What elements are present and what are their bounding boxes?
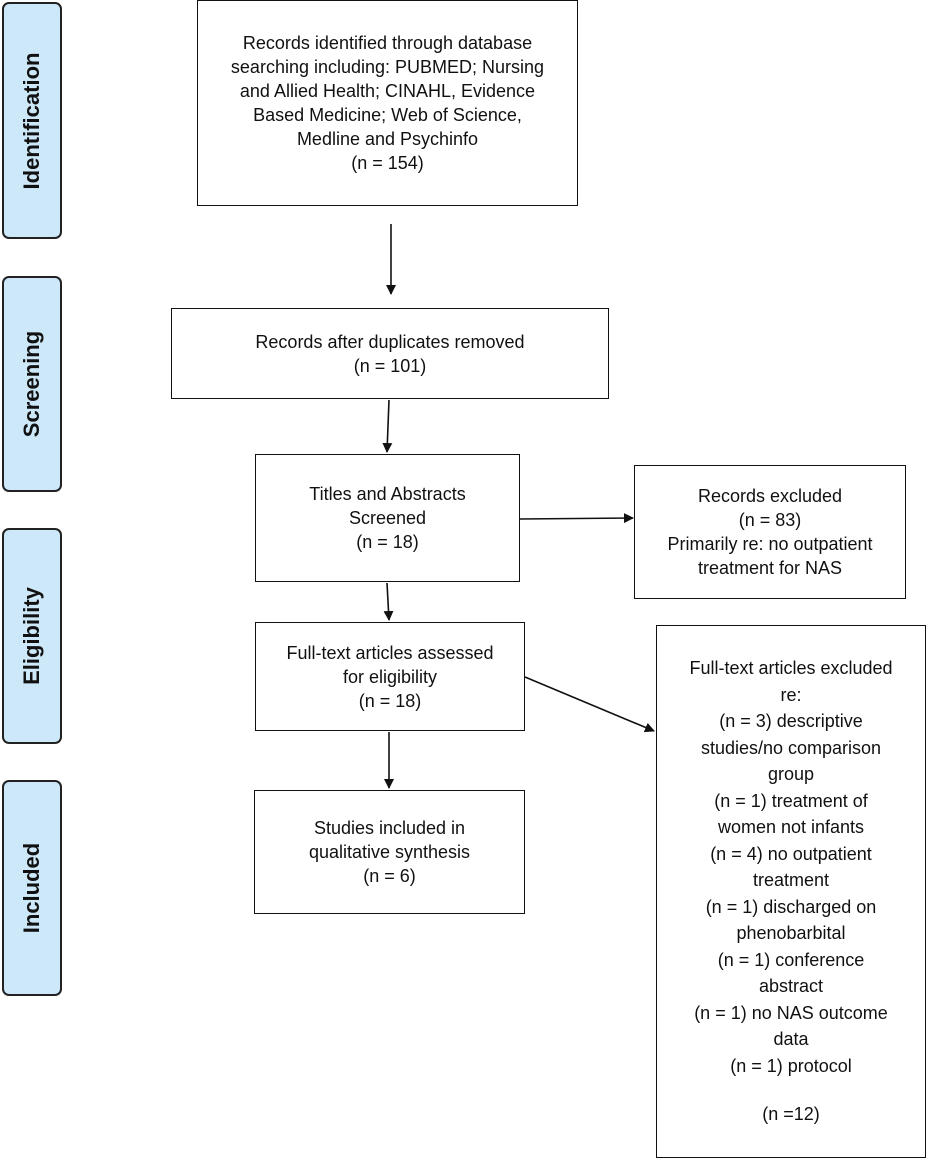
- stage-screening: Screening: [2, 276, 62, 492]
- box-line: re:: [780, 684, 802, 705]
- box-line: treatment: [752, 870, 830, 890]
- box-line: (n = 101): [353, 355, 427, 376]
- box-line: (n = 154): [351, 153, 424, 173]
- box-line: Full-text articles excluded: [689, 658, 893, 678]
- box-line: (n = 4) no outpatient: [710, 843, 872, 864]
- stage-eligibility: Eligibility: [2, 528, 62, 744]
- box-line: (n = 6): [363, 866, 416, 886]
- records-identified-box: Records identified through database sear…: [197, 0, 578, 206]
- stage-identification: Identification: [2, 2, 62, 239]
- fulltext-excluded-box: Full-text articles excluded re: (n = 3) …: [656, 625, 926, 1158]
- box-line: studies/no comparison: [700, 737, 882, 758]
- box-line: Titles and Abstracts: [309, 484, 466, 504]
- box-line: (n = 3) descriptive: [719, 711, 863, 731]
- box-line: abstract: [758, 976, 824, 996]
- box-line: (n = 1) conference: [717, 949, 865, 970]
- box-line: (n = 1) no NAS outcome: [694, 1002, 888, 1023]
- box-line: Studies included in: [313, 818, 466, 838]
- box-line: Records identified through database: [242, 33, 533, 53]
- records-excluded-box: Records excluded (n = 83) Primarily re: …: [634, 465, 906, 599]
- box-line: Records after duplicates removed: [255, 331, 525, 352]
- box-line: data: [773, 1029, 809, 1049]
- fulltext-assessed-box: Full-text articles assessed for eligibil…: [255, 622, 525, 731]
- arrow-titles-to-fulltext: [383, 582, 394, 621]
- arrow-fulltext-to-excluded: [524, 676, 655, 733]
- box-line: Primarily re: no outpatient: [667, 534, 873, 554]
- box-line: (n = 18): [358, 690, 422, 711]
- studies-included-box: Studies included in qualitative synthesi…: [254, 790, 525, 914]
- box-line: Screened: [348, 508, 427, 528]
- arrow-duplicates-to-titles: [382, 399, 393, 453]
- box-line: women not infants: [717, 817, 865, 837]
- titles-abstracts-box: Titles and Abstracts Screened (n = 18): [255, 454, 520, 582]
- box-line: group: [767, 764, 815, 784]
- box-line: for eligibility: [342, 666, 438, 687]
- box-line: (n = 1) discharged on: [705, 896, 877, 917]
- box-line: Based Medicine; Web of Science,: [253, 105, 522, 125]
- box-line: Medline and Psychinfo: [296, 129, 479, 149]
- box-line: (n = 18): [356, 532, 419, 552]
- stage-included: Included: [2, 780, 62, 996]
- box-line: Records excluded: [697, 486, 843, 506]
- box-line: (n = 1) treatment of: [714, 790, 868, 811]
- duplicates-removed-box: Records after duplicates removed (n = 10…: [171, 308, 609, 399]
- box-line: phenobarbital: [736, 923, 846, 943]
- box-line: (n = 1) protocol: [730, 1055, 852, 1076]
- box-line: treatment for NAS: [697, 558, 843, 578]
- arrow-titles-to-records-excluded: [519, 513, 634, 524]
- box-line: and Allied Health; CINAHL, Evidence: [239, 81, 536, 101]
- box-line: searching including: PUBMED; Nursing: [230, 57, 545, 77]
- box-line: (n = 83): [738, 510, 802, 530]
- box-line: Full-text articles assessed: [286, 642, 494, 663]
- excluded-total: (n =12): [762, 1104, 820, 1124]
- box-line: qualitative synthesis: [308, 842, 471, 862]
